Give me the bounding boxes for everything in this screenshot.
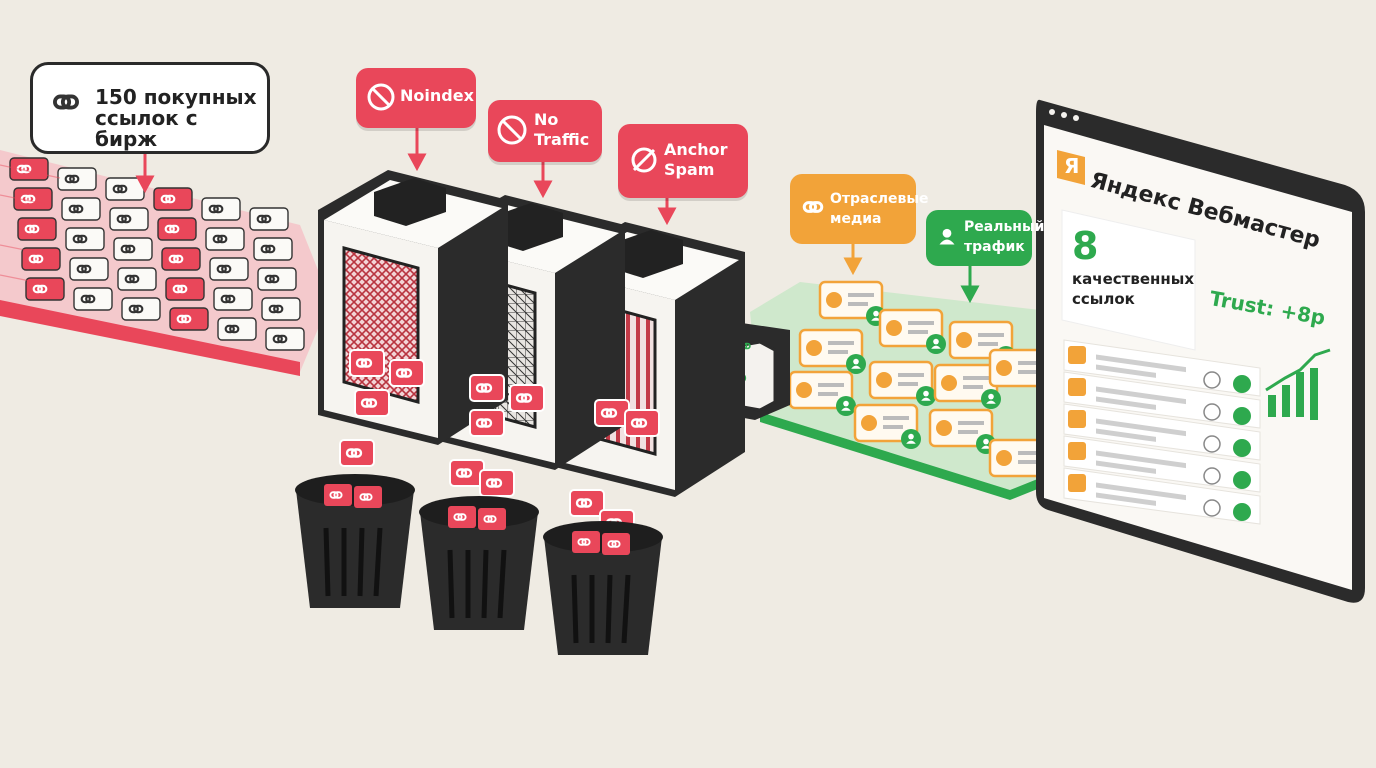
link-icon <box>802 201 824 213</box>
discarded-link <box>469 374 505 402</box>
link-tile <box>213 287 253 311</box>
link-tile <box>201 197 241 221</box>
webmaster-window <box>1036 99 1365 603</box>
link-tile <box>157 217 197 241</box>
quality-link-card <box>798 328 866 374</box>
link-tile <box>209 257 249 281</box>
discarded-link <box>624 409 660 437</box>
filter-label-text-2: Spam <box>664 160 715 179</box>
discarded-link <box>449 459 485 487</box>
trash-bin <box>543 521 663 655</box>
link-tile <box>161 247 201 271</box>
label-text: Реальный <box>964 219 1045 235</box>
discarded-link <box>389 359 425 387</box>
webmaster-link-row <box>1063 435 1261 493</box>
link-tile <box>265 327 305 351</box>
filter-label-no-traffic: No Traffic <box>488 100 602 162</box>
link-tile <box>121 297 161 321</box>
quality-links-caption: качественных <box>1072 270 1194 288</box>
quality-links-count: 8 <box>1072 224 1099 268</box>
label-text-2: медиа <box>830 211 882 227</box>
discarded-link <box>594 399 630 427</box>
link-tile <box>217 317 257 341</box>
no-traffic-icon <box>497 115 527 145</box>
discarded-link <box>349 349 385 377</box>
noindex-icon <box>367 83 395 111</box>
filter-label-noindex: Noindex <box>356 68 476 128</box>
link-tile <box>69 257 109 281</box>
link-tile <box>153 187 193 211</box>
yandex-logo-letter: Я <box>1064 154 1080 178</box>
trash-bin <box>419 496 539 630</box>
filter-label-text-2: Traffic <box>534 130 590 149</box>
filter-label-text: Anchor <box>664 140 728 159</box>
link-tile <box>9 157 49 181</box>
discarded-link <box>469 409 505 437</box>
link-tile <box>205 227 245 251</box>
link-tile <box>61 197 101 221</box>
label-real-traffic: Реальный трафик <box>926 210 1044 266</box>
link-tile <box>169 307 209 331</box>
link-tile <box>13 187 53 211</box>
quality-link-card <box>933 363 1001 409</box>
quality-link-card <box>878 308 946 354</box>
filter-machine <box>318 170 508 445</box>
source-label: 150 покупных ссылок с бирж <box>30 62 270 154</box>
quality-link-card <box>853 403 921 449</box>
link-tile <box>65 227 105 251</box>
link-tile <box>165 277 205 301</box>
link-tile <box>57 167 97 191</box>
link-tile <box>261 297 301 321</box>
filter-label-text: No <box>534 110 559 129</box>
trash-bin <box>295 474 415 608</box>
link-tile <box>105 177 145 201</box>
discarded-link <box>479 469 515 497</box>
label-text-2: трафик <box>964 239 1025 255</box>
quality-link-card <box>818 280 886 326</box>
quality-links-caption-2: ссылок <box>1072 290 1135 308</box>
webmaster-link-row <box>1063 403 1261 461</box>
link-tile <box>17 217 57 241</box>
discarded-link <box>354 389 390 417</box>
link-tile <box>253 237 293 261</box>
link-tile <box>109 207 149 231</box>
discarded-link <box>509 384 545 412</box>
user-icon <box>939 228 955 245</box>
link-tile <box>117 267 157 291</box>
link-tile <box>73 287 113 311</box>
link-tile <box>25 277 65 301</box>
webmaster-link-row <box>1063 467 1261 525</box>
link-tile <box>21 247 61 271</box>
trust-chart <box>1265 348 1331 420</box>
label-industry-media: Отраслевые медиа <box>790 174 929 244</box>
webmaster-link-row <box>1063 339 1261 397</box>
webmaster-link-row <box>1063 371 1261 429</box>
label-text: Отраслевые <box>830 191 929 207</box>
anchor-spam-icon <box>631 147 657 173</box>
input-conveyor <box>0 150 330 376</box>
link-tile <box>249 207 289 231</box>
link-tile <box>113 237 153 261</box>
filter-label-anchor-spam: Anchor Spam <box>618 124 748 198</box>
link-tile <box>257 267 297 291</box>
output-conveyor <box>750 280 1056 500</box>
discarded-link <box>339 439 375 467</box>
link-icon <box>53 94 79 110</box>
quality-link-card <box>868 360 936 406</box>
source-label-text: 150 покупных ссылок с бирж <box>95 85 257 151</box>
filter-label-text: Noindex <box>400 86 474 105</box>
discarded-link <box>569 489 605 517</box>
